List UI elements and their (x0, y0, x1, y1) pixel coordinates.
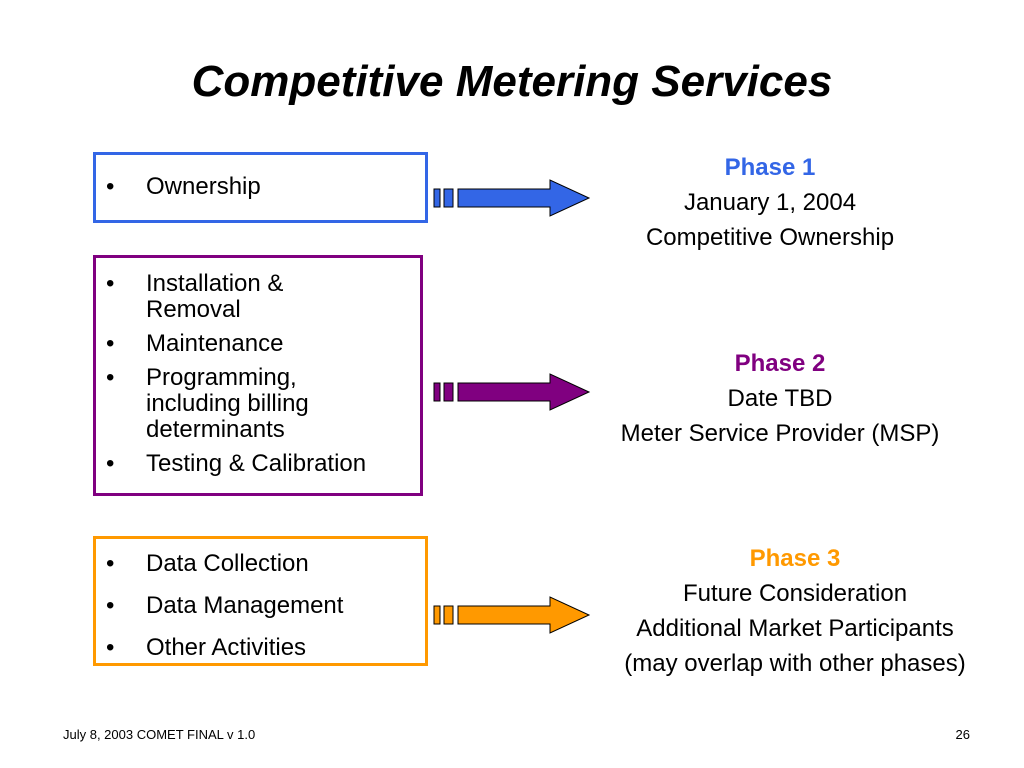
bullet-icon: • (106, 270, 115, 297)
msp-services-box: • Installation & Removal • Maintenance • Pr… (93, 255, 423, 496)
phase-1-detail: Competitive Ownership (645, 224, 895, 251)
phase-2-title: Phase 2 (734, 350, 826, 377)
list-item: • Programming, including billing determin… (96, 365, 356, 443)
bullet-icon: • (106, 330, 115, 357)
bullet-icon: • (106, 592, 115, 619)
phase-1-description: Phase 1 January 1, 2004 Competitive Owne… (600, 150, 940, 255)
phase-1-date: January 1, 2004 (683, 189, 857, 216)
list-item: • Installation & Removal (96, 271, 316, 323)
phase-3-description: Phase 3 Future Consideration Additional … (575, 541, 1015, 681)
list-item-label: Data Collection (146, 550, 309, 577)
list-item: • Data Management (96, 593, 425, 619)
phase-3-title: Phase 3 (749, 545, 841, 572)
phase-2-description: Phase 2 Date TBD Meter Service Provider … (575, 346, 985, 451)
list-item: • Data Collection (96, 551, 425, 577)
bullet-icon: • (106, 634, 115, 661)
list-item-label: Data Management (146, 592, 344, 619)
ownership-box: • Ownership (93, 152, 428, 223)
data-services-box: • Data Collection • Data Management • Other… (93, 536, 428, 666)
phase-2-detail: Meter Service Provider (MSP) (620, 420, 940, 447)
phase-3-line-1: Future Consideration (682, 580, 908, 607)
phase-3-line-3: (may overlap with other phases) (624, 650, 966, 677)
list-item-label: Installation & Removal (146, 270, 284, 323)
bullet-icon: • (106, 364, 115, 391)
page-number: 26 (955, 727, 970, 742)
list-item-label: Testing & Calibration (146, 450, 367, 477)
list-item: • Maintenance (96, 331, 420, 357)
bullet-icon: • (106, 450, 115, 477)
phase-2-date: Date TBD (727, 385, 833, 412)
footer-text: July 8, 2003 COMET FINAL v 1.0 (63, 727, 256, 742)
arrow-right-icon (433, 373, 591, 411)
bullet-icon: • (106, 173, 115, 200)
list-item: • Testing & Calibration (96, 451, 420, 477)
list-item: • Ownership (96, 174, 425, 200)
list-item-label: Maintenance (146, 330, 284, 357)
list-item-label: Other Activities (146, 634, 307, 661)
list-item-label: Programming, including billing determina… (146, 364, 309, 443)
arrow-right-icon (433, 179, 591, 217)
slide-title: Competitive Metering Services (191, 57, 833, 106)
list-item-label: Ownership (146, 173, 261, 200)
list-item: • Other Activities (96, 635, 425, 661)
arrow-right-icon (433, 596, 591, 634)
phase-1-title: Phase 1 (724, 154, 816, 181)
bullet-icon: • (106, 550, 115, 577)
phase-3-line-2: Additional Market Participants (636, 615, 954, 642)
